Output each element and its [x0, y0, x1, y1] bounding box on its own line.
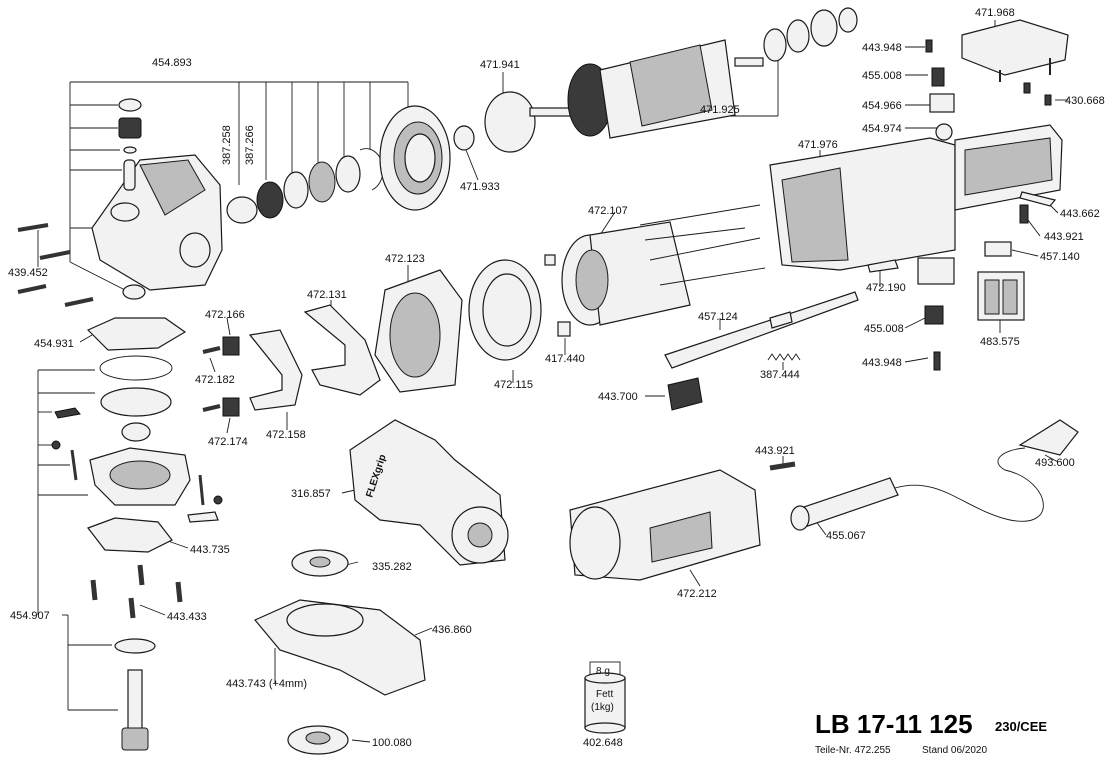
- stator-472-107: [561, 204, 766, 326]
- label-430-668: 430.668: [1065, 95, 1105, 107]
- label-443-948-bottom: 443.948: [862, 357, 902, 369]
- label-471-925: 471.925: [700, 104, 740, 116]
- label-402-648: 402.648: [583, 737, 623, 749]
- label-443-735: 443.735: [190, 544, 230, 556]
- label-471-933: 471.933: [460, 181, 500, 193]
- gasket-443-735: [87, 517, 173, 553]
- fan-disc-471-941: [484, 91, 536, 153]
- stand-date: Stand 06/2020: [922, 745, 987, 756]
- leader-lines: [37, 20, 1068, 743]
- spindle-454-907: [121, 727, 149, 751]
- label-454-893: 454.893: [152, 57, 192, 69]
- label-472-190: 472.190: [866, 282, 906, 294]
- label-387-258: 387.258: [221, 125, 233, 165]
- grease-tin-402-648: [584, 661, 626, 734]
- parts-drawings: [17, 7, 1079, 755]
- label-471-941: 471.941: [480, 59, 520, 71]
- label-471-968: 471.968: [975, 7, 1015, 19]
- label-436-860: 436.860: [432, 624, 472, 636]
- label-455-008-top: 455.008: [862, 70, 902, 82]
- label-472-123: 472.123: [385, 253, 425, 265]
- label-472-174: 472.174: [208, 436, 248, 448]
- label-472-107: 472.107: [588, 205, 628, 217]
- part-number: Teile-Nr. 472.255: [815, 745, 891, 756]
- label-472-212: 472.212: [677, 588, 717, 600]
- screws-left: [17, 223, 94, 307]
- switch-slider-443-700: [667, 377, 703, 411]
- label-472-158: 472.158: [266, 429, 306, 441]
- label-471-976: 471.976: [798, 139, 838, 151]
- housing-ribs: [139, 159, 206, 216]
- nut-387-258: [226, 196, 258, 224]
- label-472-131: 472.131: [307, 289, 347, 301]
- label-454-974: 454.974: [862, 123, 902, 135]
- armature-471-925: [529, 39, 764, 139]
- label-493-600: 493.600: [1035, 457, 1075, 469]
- label-454-907: 454.907: [10, 610, 50, 622]
- label-455-008-bottom: 455.008: [864, 323, 904, 335]
- bevel-gear-387-266: [256, 181, 284, 219]
- carbon-brush-bottom: [924, 305, 944, 325]
- grease-line1: Fett: [596, 689, 613, 700]
- carbon-brush-top: [931, 67, 945, 87]
- bushing-471-933: [453, 125, 475, 151]
- label-387-266: 387.266: [244, 125, 256, 165]
- plug-493-600: [1018, 419, 1079, 456]
- grease-amount: 8 g: [596, 666, 610, 677]
- switch-part-471-968: [961, 19, 1069, 76]
- label-443-921-right: 443.921: [1044, 231, 1084, 243]
- label-443-433: 443.433: [167, 611, 207, 623]
- grease-line2: (1kg): [591, 702, 614, 713]
- label-454-931: 454.931: [34, 338, 74, 350]
- label-483-575: 483.575: [980, 336, 1020, 348]
- label-417-440: 417.440: [545, 353, 585, 365]
- label-472-182: 472.182: [195, 374, 235, 386]
- cable-guide-457-124: [664, 291, 859, 369]
- label-443-700: 443.700: [598, 391, 638, 403]
- label-454-966: 454.966: [862, 100, 902, 112]
- label-443-662: 443.662: [1060, 208, 1100, 220]
- brush-holder: [917, 257, 955, 285]
- label-472-115: 472.115: [494, 379, 533, 391]
- model-title: LB 17-11 125: [815, 709, 973, 739]
- label-472-166: 472.166: [205, 309, 245, 321]
- model-title-suffix: 230/CEE: [995, 719, 1047, 734]
- label-443-921-bottom: 443.921: [755, 445, 795, 457]
- label-457-140: 457.140: [1040, 251, 1080, 263]
- label-100-080: 100.080: [372, 737, 412, 749]
- label-457-124: 457.124: [698, 311, 738, 323]
- label-443-743: 443.743 (+4mm): [226, 678, 307, 690]
- label-387-444: 387.444: [760, 369, 800, 381]
- label-316-857: 316.857: [291, 488, 331, 500]
- label-335-282: 335.282: [372, 561, 412, 573]
- wheel-guard-436-860: [254, 599, 426, 696]
- rear-housing-472-212: [569, 469, 761, 581]
- side-handle-316-857: [349, 419, 509, 566]
- cable-sleeve-455-067: [794, 477, 899, 529]
- label-439-452: 439.452: [8, 267, 48, 279]
- label-443-948-top: 443.948: [862, 42, 902, 54]
- label-455-067: 455.067: [826, 530, 866, 542]
- part-labels: 454.893 387.258 387.266 471.941 471.933 …: [8, 7, 1105, 749]
- motor-housing-471-976: [769, 124, 1063, 271]
- gasket-454-931: [86, 317, 187, 351]
